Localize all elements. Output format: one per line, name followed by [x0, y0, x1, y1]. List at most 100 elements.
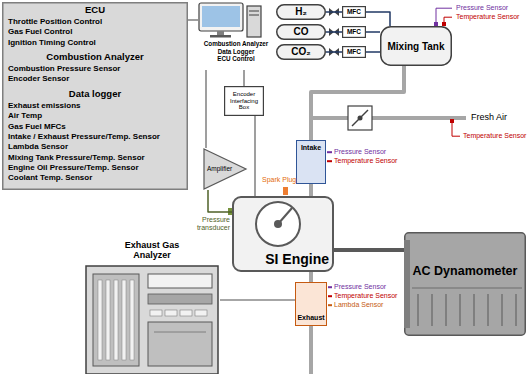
- interface-box: Encoder Interfacing Box: [224, 86, 264, 116]
- intake-pipe: [311, 66, 404, 140]
- drive-slot: [249, 11, 259, 12]
- node-text: Combustion Analyzer: [198, 40, 274, 48]
- intake-manifold: Intake: [296, 140, 326, 184]
- node-text: Exhaust emissions: [8, 101, 182, 111]
- sensor-label: Temperature Sensor: [334, 292, 397, 300]
- node-text: CO: [294, 27, 309, 38]
- monitor-frame: [199, 3, 243, 31]
- engine-outline: [233, 197, 333, 271]
- rack-slot: [122, 280, 126, 360]
- exhaust-box: [296, 283, 327, 326]
- node-text: Exhaust Gas Analyzer: [116, 240, 188, 261]
- section-heading: Data logger: [8, 89, 182, 100]
- node-text: Combustion Pressure Sensor: [8, 64, 182, 74]
- monitor-screen: [202, 6, 240, 27]
- spark-plug-symbol: [283, 187, 288, 195]
- gas-line: [366, 31, 380, 33]
- cooling-rib: [445, 294, 447, 326]
- drawer-handle: [154, 332, 206, 333]
- rack-slot: [98, 280, 102, 360]
- monitor-base: [210, 35, 231, 38]
- node-shape: [404, 232, 526, 336]
- dynamometer: AC Dynamometer: [404, 232, 526, 336]
- drive-slot: [249, 15, 259, 16]
- exhaust-outlet-pipe: [309, 326, 313, 374]
- control-button: [195, 310, 207, 316]
- cooling-rib: [515, 294, 517, 326]
- cooling-rib: [431, 294, 433, 326]
- cooling-rib: [487, 294, 489, 326]
- lambda-sensor-mark: [328, 304, 332, 306]
- gas-line: [326, 31, 342, 33]
- sample-line: [220, 299, 295, 301]
- cooling-rib: [501, 294, 503, 326]
- cooling-rib: [459, 294, 461, 326]
- sensor-label: Pressure Sensor: [334, 148, 386, 156]
- node-text: Coolant Temp. Sensor: [8, 173, 182, 183]
- data-cable: [205, 70, 207, 148]
- gas-line: [366, 12, 390, 26]
- node-text: MFC: [347, 9, 361, 16]
- cylinder-body: [277, 5, 326, 20]
- control-button: [150, 310, 162, 316]
- node-text: CO₂: [291, 47, 310, 58]
- node-text: Engine Oil Pressure/Temp. Sensor: [8, 163, 182, 173]
- data-cable: [188, 19, 198, 21]
- analyzer-screen: [148, 274, 212, 288]
- sensor-label: Pressure Sensor: [334, 283, 386, 291]
- dynamometer-body: [405, 233, 526, 336]
- node-text: Exhaust: [297, 314, 324, 322]
- pressure-sensor-mark: [434, 22, 438, 26]
- node-text: Data Logger: [198, 48, 274, 56]
- leader-line: [452, 122, 460, 136]
- flow-controller: MFC: [342, 26, 366, 38]
- node-text: Intake: [301, 144, 321, 152]
- part-label: Spark Plug: [262, 176, 296, 184]
- computer-icon: Combustion AnalyzerData LoggerECU Contro…: [198, 2, 274, 70]
- pressure-sensor-mark: [327, 151, 332, 153]
- node-text: ECU Control: [198, 55, 274, 63]
- exhaust-pipe: [309, 272, 313, 282]
- crank-pin: [274, 220, 282, 228]
- node-text: Lambda Sensor: [8, 142, 182, 152]
- node-text: Mixing Tank Pressure/Temp. Sensor: [8, 153, 182, 163]
- fresh-air-pipe: [311, 116, 466, 120]
- rack-slot: [106, 280, 110, 360]
- box-outline: [343, 47, 366, 58]
- box-outline: [343, 27, 366, 38]
- computer-tower: [247, 6, 261, 37]
- sensor-label: Temperature Sensor: [334, 157, 397, 165]
- control-button: [180, 310, 192, 316]
- cooling-rib: [473, 294, 475, 326]
- leader-line: [444, 17, 452, 22]
- throttle-pivot: [358, 116, 363, 121]
- gas-line: [326, 11, 342, 13]
- analyzer-cabinet: [86, 266, 218, 374]
- pressure-sensor-mark: [328, 286, 332, 288]
- control-strip: [148, 294, 212, 304]
- sensor-label: Lambda Sensor: [334, 301, 383, 309]
- amplifier-triangle: [204, 149, 246, 189]
- control-button: [165, 310, 177, 316]
- tank-outline: [381, 27, 452, 66]
- node-text: Ignition Timing Control: [8, 38, 182, 48]
- sensor-label: Pressure Sensor: [456, 4, 508, 12]
- node-text: MFC: [347, 49, 361, 56]
- leader-line: [436, 8, 452, 22]
- gas-cylinder: CO₂: [276, 44, 326, 60]
- drive-shaft: [334, 248, 404, 252]
- temperature-sensor-mark: [327, 160, 332, 162]
- sensor-label: Temperature Sensor: [456, 13, 519, 21]
- inlet-label: Fresh Air: [471, 112, 507, 123]
- part-label: Pressure transducer: [184, 216, 230, 233]
- node-text: Gas Fuel Control: [8, 27, 182, 37]
- housing-seam: [412, 287, 522, 289]
- intake-box: [297, 141, 326, 184]
- section-heading: ECU: [8, 5, 182, 16]
- node-text: Gas Fuel MFCs: [8, 122, 182, 132]
- node-text: Throttle Position Control: [8, 17, 182, 27]
- node-text: Encoder Interfacing Box: [226, 91, 262, 112]
- cylinder-body: [277, 45, 326, 60]
- panel-ground: [3, 3, 188, 190]
